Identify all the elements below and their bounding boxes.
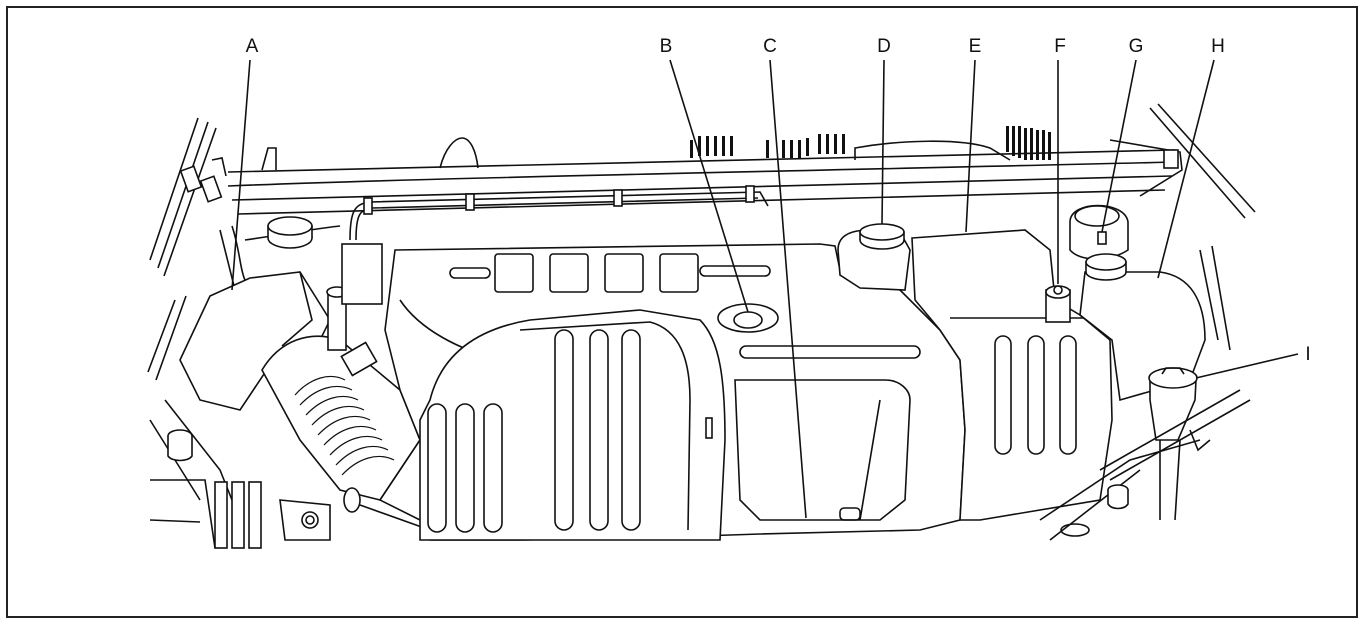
leader-line-d bbox=[881, 59, 885, 225]
callout-label-g: G bbox=[1129, 36, 1144, 57]
leader-line-b bbox=[669, 59, 749, 313]
small-fill-cap bbox=[1045, 285, 1071, 323]
callout-label-h: H bbox=[1211, 36, 1225, 57]
leader-line-c bbox=[769, 59, 807, 519]
right-hood-hinge bbox=[1149, 103, 1256, 351]
callout-label-a: A bbox=[246, 36, 259, 57]
leader-line-a bbox=[231, 59, 251, 291]
wiring-harness bbox=[349, 185, 769, 241]
right-strut-tower bbox=[1069, 139, 1183, 260]
callout-label-e: E bbox=[969, 36, 982, 57]
coolant-reservoir bbox=[837, 223, 911, 291]
leader-line-g bbox=[1101, 59, 1137, 233]
air-cleaner-housing bbox=[911, 229, 1113, 521]
leader-line-h bbox=[1157, 59, 1215, 279]
callout-label-i: I bbox=[1305, 344, 1310, 365]
leader-line-i bbox=[1195, 353, 1299, 379]
left-hood-hinge bbox=[147, 117, 217, 381]
callout-labels: A B C D E F G H I bbox=[246, 36, 1311, 365]
cowl-louvers bbox=[690, 126, 1051, 160]
callout-label-d: D bbox=[877, 36, 891, 57]
leader-line-e bbox=[965, 59, 976, 233]
lower-left-components bbox=[149, 399, 431, 549]
callout-label-c: C bbox=[763, 36, 777, 57]
leader-lines bbox=[231, 59, 1299, 519]
engine-cover bbox=[378, 243, 966, 541]
washer-fluid-reservoir bbox=[1039, 367, 1251, 541]
air-intake-duct bbox=[179, 243, 421, 501]
callout-label-f: F bbox=[1054, 36, 1066, 57]
cowl-panel bbox=[227, 126, 1176, 241]
callout-label-b: B bbox=[660, 36, 673, 57]
